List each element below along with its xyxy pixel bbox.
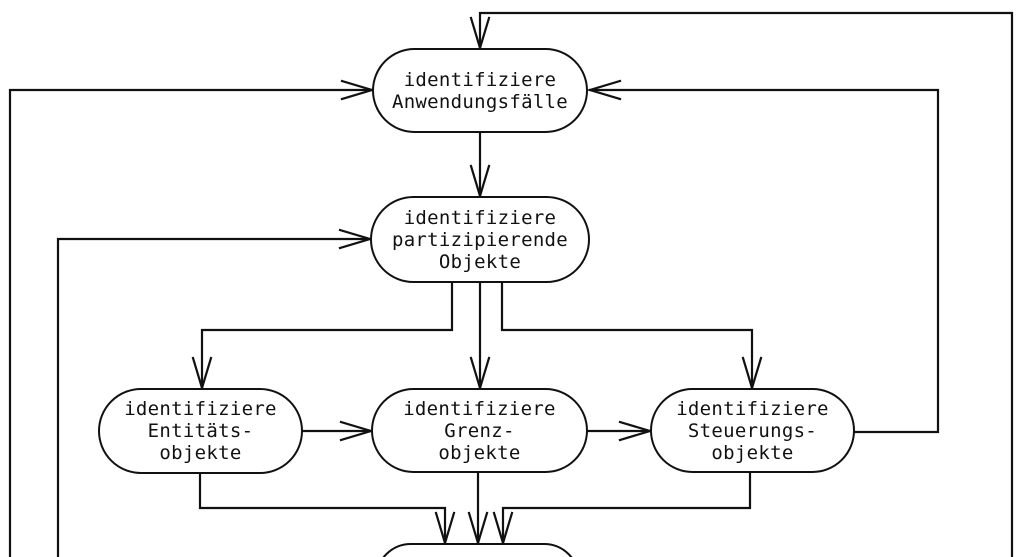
node-identifiziere-anwendungsfaelle: identifiziere Anwendungsfälle	[372, 48, 588, 133]
edge-steuerungs-to-bottom-node	[492, 471, 752, 547]
edge-partizipierende-to-steuerungs	[500, 281, 763, 392]
node-identifiziere-entitaetsobjekte: identifiziere Entitäts- objekte	[98, 388, 303, 474]
edge-entitaets-to-bottom-node	[198, 472, 456, 547]
node-bottom-partial	[375, 543, 580, 557]
node-identifiziere-grenzobjekte: identifiziere Grenz- objekte	[371, 388, 588, 473]
node-label: identifiziere Entitäts- objekte	[124, 398, 277, 464]
node-label: identifiziere Anwendungsfälle	[391, 68, 569, 113]
edge-grenz-to-steuerungs	[586, 420, 654, 442]
edge-feedback-left-outer-to-anwendungsfaelle	[8, 79, 376, 557]
node-label: identifiziere Steuerungs- objekte	[676, 397, 829, 464]
node-label: identifiziere partizipierende Objekte	[391, 206, 569, 273]
edge-anwendungsfaelle-to-partizipierende	[469, 131, 491, 200]
node-identifiziere-steuerungsobjekte: identifiziere Steuerungs- objekte	[650, 388, 855, 473]
edge-steuerungs-to-anwendungsfaelle	[586, 79, 940, 434]
edge-partizipierende-to-grenz	[469, 281, 491, 392]
node-identifiziere-partizipierende-objekte: identifiziere partizipierende Objekte	[370, 196, 590, 283]
edge-partizipierende-to-entitaets	[191, 281, 454, 392]
edge-entitaets-to-grenz	[301, 420, 375, 442]
node-label: identifiziere Grenz- objekte	[403, 397, 556, 464]
edge-grenz-to-bottom-node	[467, 471, 489, 547]
